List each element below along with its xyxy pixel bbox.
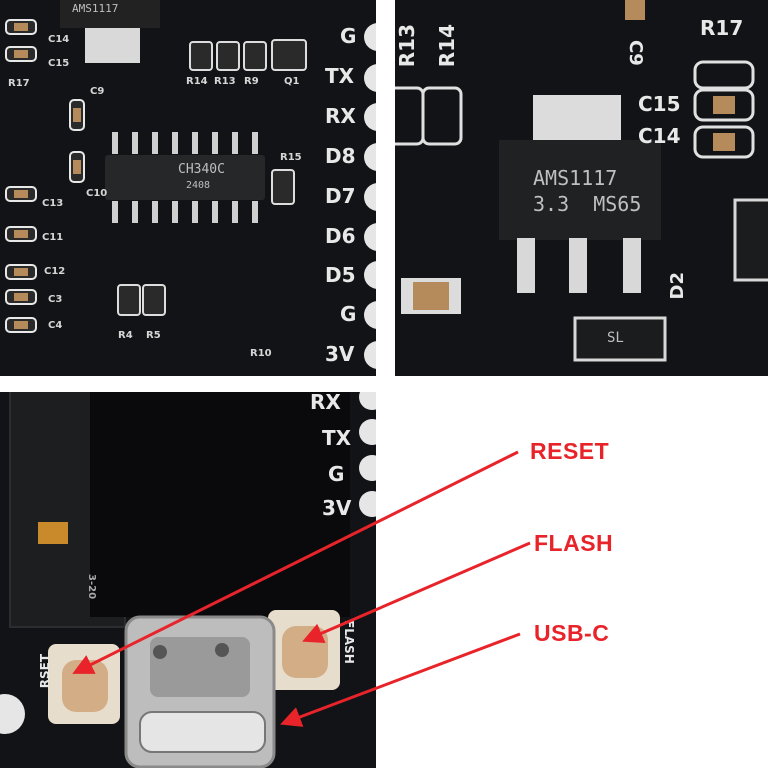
regulator-drawing: [395, 0, 768, 362]
pin-label: 3V: [322, 496, 352, 520]
chip-marking: CH340C: [178, 162, 225, 177]
flash-button-cap: [282, 626, 328, 678]
buttons-drawing: [0, 392, 376, 768]
usbc-callout: USB-C: [534, 620, 610, 646]
component-label: C10: [86, 188, 108, 199]
display-panel: [90, 392, 350, 617]
regulator-tab: [85, 28, 140, 63]
pin-label: D7: [325, 184, 356, 208]
pin-label: RX: [325, 104, 356, 128]
component-label: C15: [638, 92, 681, 116]
component-label: C11: [42, 232, 64, 243]
resistors-top: [117, 39, 307, 316]
component-label: R4: [118, 330, 133, 341]
component-label: C9: [90, 86, 105, 97]
pin-label: G: [340, 24, 357, 48]
component-label: R14: [435, 24, 459, 68]
component-label: C15: [48, 58, 70, 69]
pcb-drawing: [5, 0, 376, 369]
reset-button-cap: [62, 660, 108, 712]
chip-pins: [112, 132, 258, 223]
flash-callout: FLASH: [534, 530, 614, 556]
component-label: C14: [638, 124, 681, 148]
pcb-closeup-regulator: AMS1117 3.3 MS65 SL R13 R14 C9 R17 C15 C…: [395, 0, 768, 376]
usbc-shell-top: [150, 637, 250, 697]
regulator-marking: AMS1117: [72, 2, 119, 15]
regulator-package: [499, 140, 661, 240]
ch340c-chip: [105, 155, 265, 200]
pin-label: G: [340, 302, 357, 326]
pin-label: RX: [310, 392, 341, 414]
diode-marking: SL: [607, 330, 624, 346]
chip-batch: 2408: [186, 180, 211, 191]
reset-callout: RESET: [530, 438, 610, 464]
regulator-legs: [517, 238, 641, 293]
pcb-closeup-buttons: RX TX G 3V 3-20 RSET FLASH: [0, 392, 376, 768]
component-label: R15: [280, 152, 302, 163]
regulator-heat-tab: [533, 95, 621, 145]
component-label: C12: [44, 266, 66, 277]
component-label: Q1: [284, 76, 300, 87]
pin-label: TX: [325, 64, 355, 88]
regulator-marking-line2: 3.3 MS65: [533, 192, 642, 216]
pin-label: 3V: [325, 342, 355, 366]
pin-label: TX: [322, 426, 352, 450]
component-label: D2: [667, 272, 688, 300]
component-label: R17: [8, 78, 30, 89]
component-label: C9: [625, 40, 646, 66]
flash-button-label: FLASH: [342, 620, 356, 664]
usbc-port-opening: [139, 711, 266, 753]
capacitors-left: [5, 19, 85, 333]
component-label: C3: [48, 294, 63, 305]
component-label: C14: [48, 34, 70, 45]
pin-label: D6: [325, 224, 356, 248]
pin-label: D5: [325, 263, 356, 287]
mount-hole: [0, 694, 25, 734]
pin-label: G: [328, 462, 345, 486]
capacitor-outlines: [395, 60, 755, 159]
regulator-body: [60, 0, 160, 28]
pcb-closeup-ch340c: AMS1117 CH340C 2408 G TX RX D8 D7 D6 D5 …: [0, 0, 376, 376]
component-label: R14: [186, 76, 208, 87]
component-label: R9: [244, 76, 259, 87]
component-label: C4: [48, 320, 63, 331]
component-label: R17: [700, 16, 744, 40]
header-holes: [359, 392, 376, 517]
component-label: R5: [146, 330, 161, 341]
component-label: R13: [214, 76, 236, 87]
component-label: R13: [395, 24, 419, 68]
reset-button-label: RSET: [38, 654, 52, 689]
component-label: C13: [42, 198, 64, 209]
flex-label: 3-20: [86, 574, 97, 600]
pin-label: D8: [325, 144, 356, 168]
regulator-marking-line1: AMS1117: [533, 166, 618, 190]
flex-connector: [38, 522, 68, 544]
component-label: R10: [250, 348, 272, 359]
header-holes: [364, 23, 376, 369]
